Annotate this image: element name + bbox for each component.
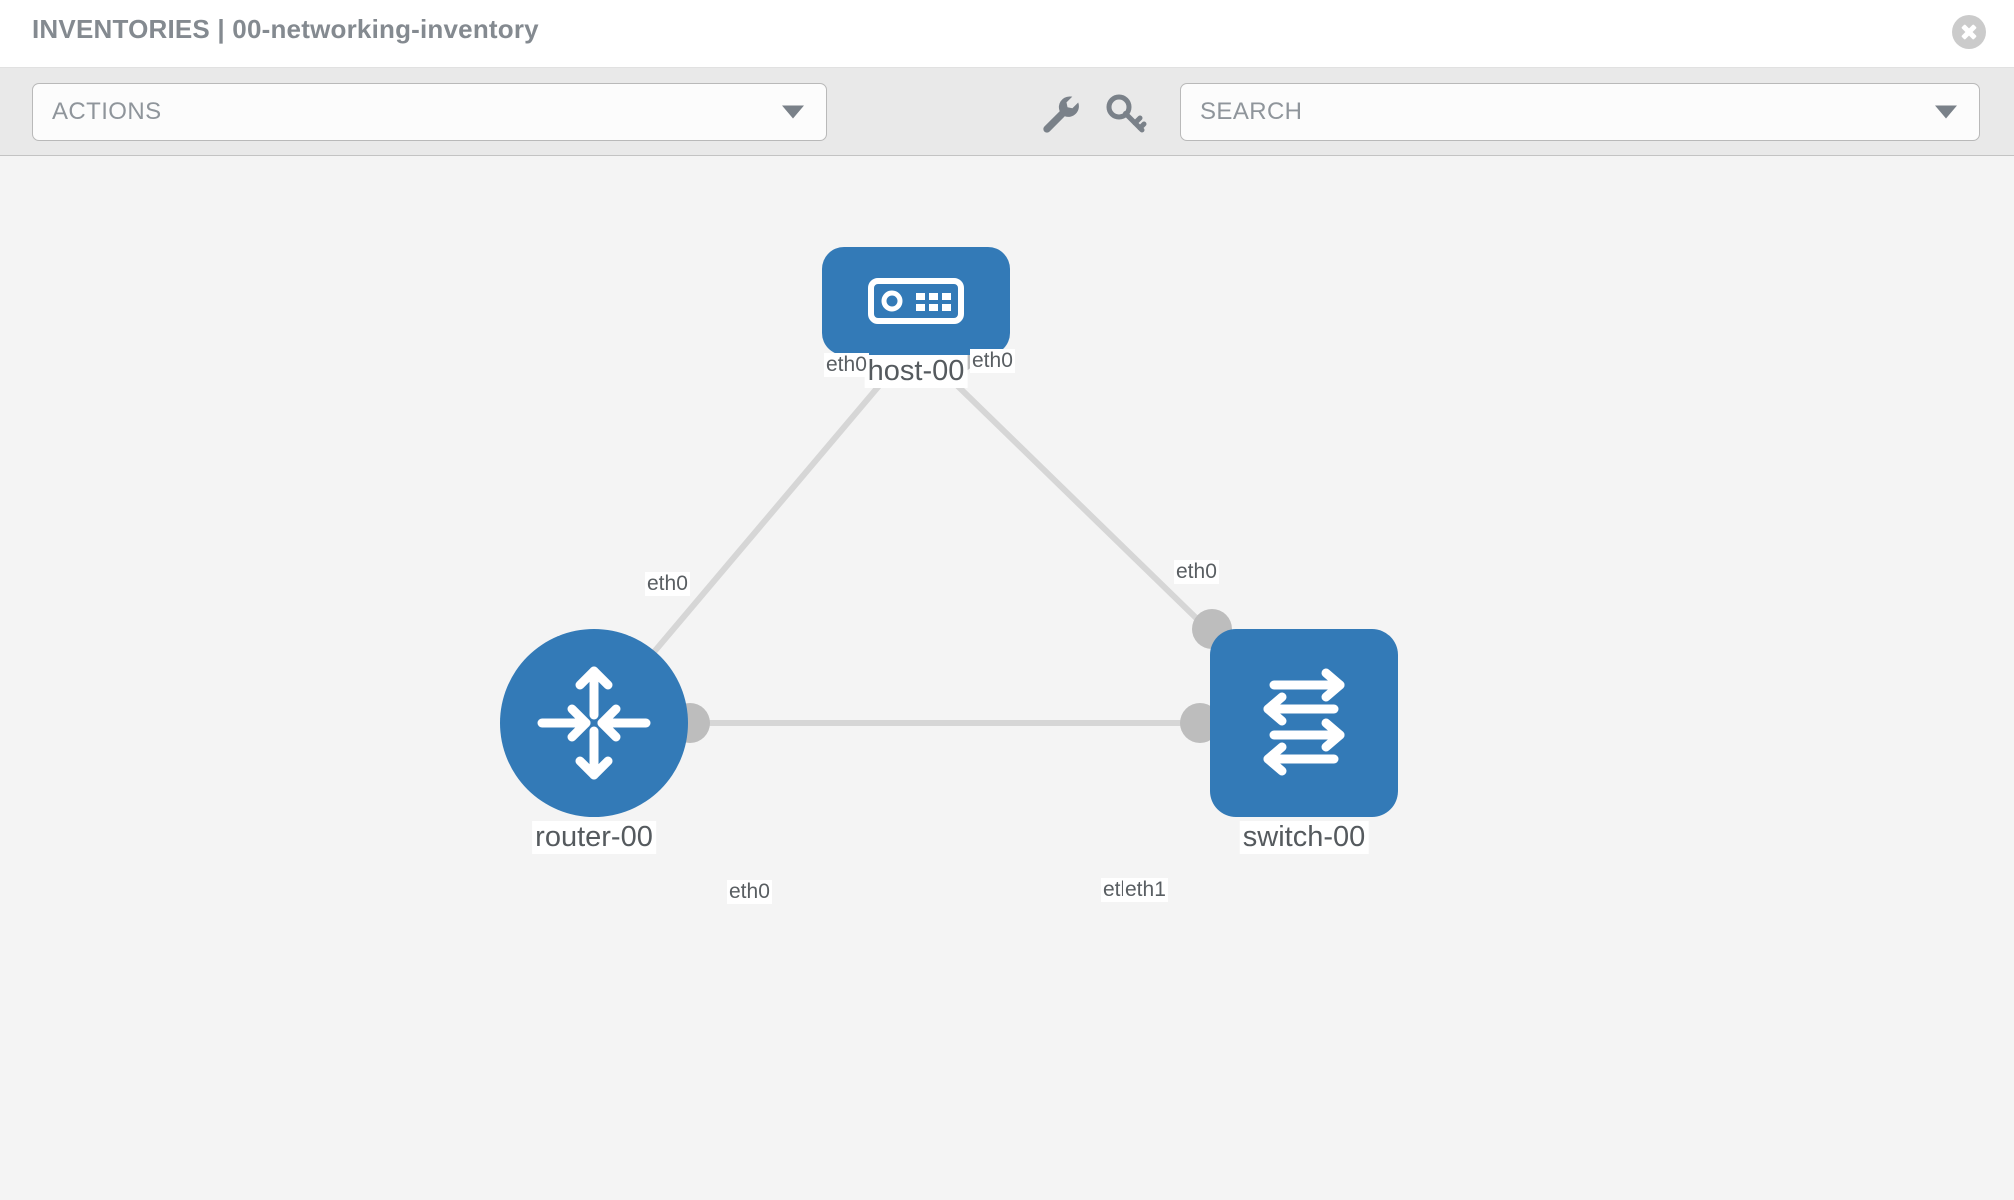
switch-arrows-icon xyxy=(1263,668,1345,776)
iface-label-host-right: eth0 xyxy=(970,349,1015,373)
chevron-down-icon xyxy=(782,105,804,119)
page-header: INVENTORIES | 00-networking-inventory xyxy=(0,0,2014,68)
page-title: INVENTORIES | 00-networking-inventory xyxy=(32,14,539,44)
iface-label-router-right: eth0 xyxy=(727,880,772,904)
search-placeholder: SEARCH xyxy=(1200,98,1303,125)
chevron-down-icon xyxy=(1935,105,1957,119)
node-switch-00-shape[interactable] xyxy=(1210,629,1398,817)
node-router-00-shape[interactable] xyxy=(500,629,688,817)
toolbar: ACTIONS SEARCH xyxy=(0,68,2014,156)
node-host-00-shape[interactable] xyxy=(822,247,1010,355)
node-switch-00-label: switch-00 xyxy=(1239,821,1369,854)
actions-dropdown-label: ACTIONS xyxy=(52,98,162,125)
node-router-00-label: router-00 xyxy=(532,821,656,854)
search-input[interactable]: SEARCH xyxy=(1180,83,1980,141)
actions-dropdown[interactable]: ACTIONS xyxy=(32,83,827,141)
key-icon[interactable] xyxy=(1103,90,1149,136)
close-icon[interactable] xyxy=(1952,15,1986,49)
router-arrows-icon xyxy=(537,666,651,780)
topology-canvas[interactable]: host-00 router-00 xyxy=(0,156,2014,1200)
iface-label-switch-left: eth1 xyxy=(1123,878,1168,902)
node-host-00-label: host-00 xyxy=(864,355,968,388)
iface-label-host-left: eth0 xyxy=(824,353,869,377)
iface-label-router-up: eth0 xyxy=(645,572,690,596)
iface-label-switch-up: eth0 xyxy=(1174,560,1219,584)
wrench-icon[interactable] xyxy=(1036,90,1082,136)
server-icon xyxy=(868,278,964,324)
